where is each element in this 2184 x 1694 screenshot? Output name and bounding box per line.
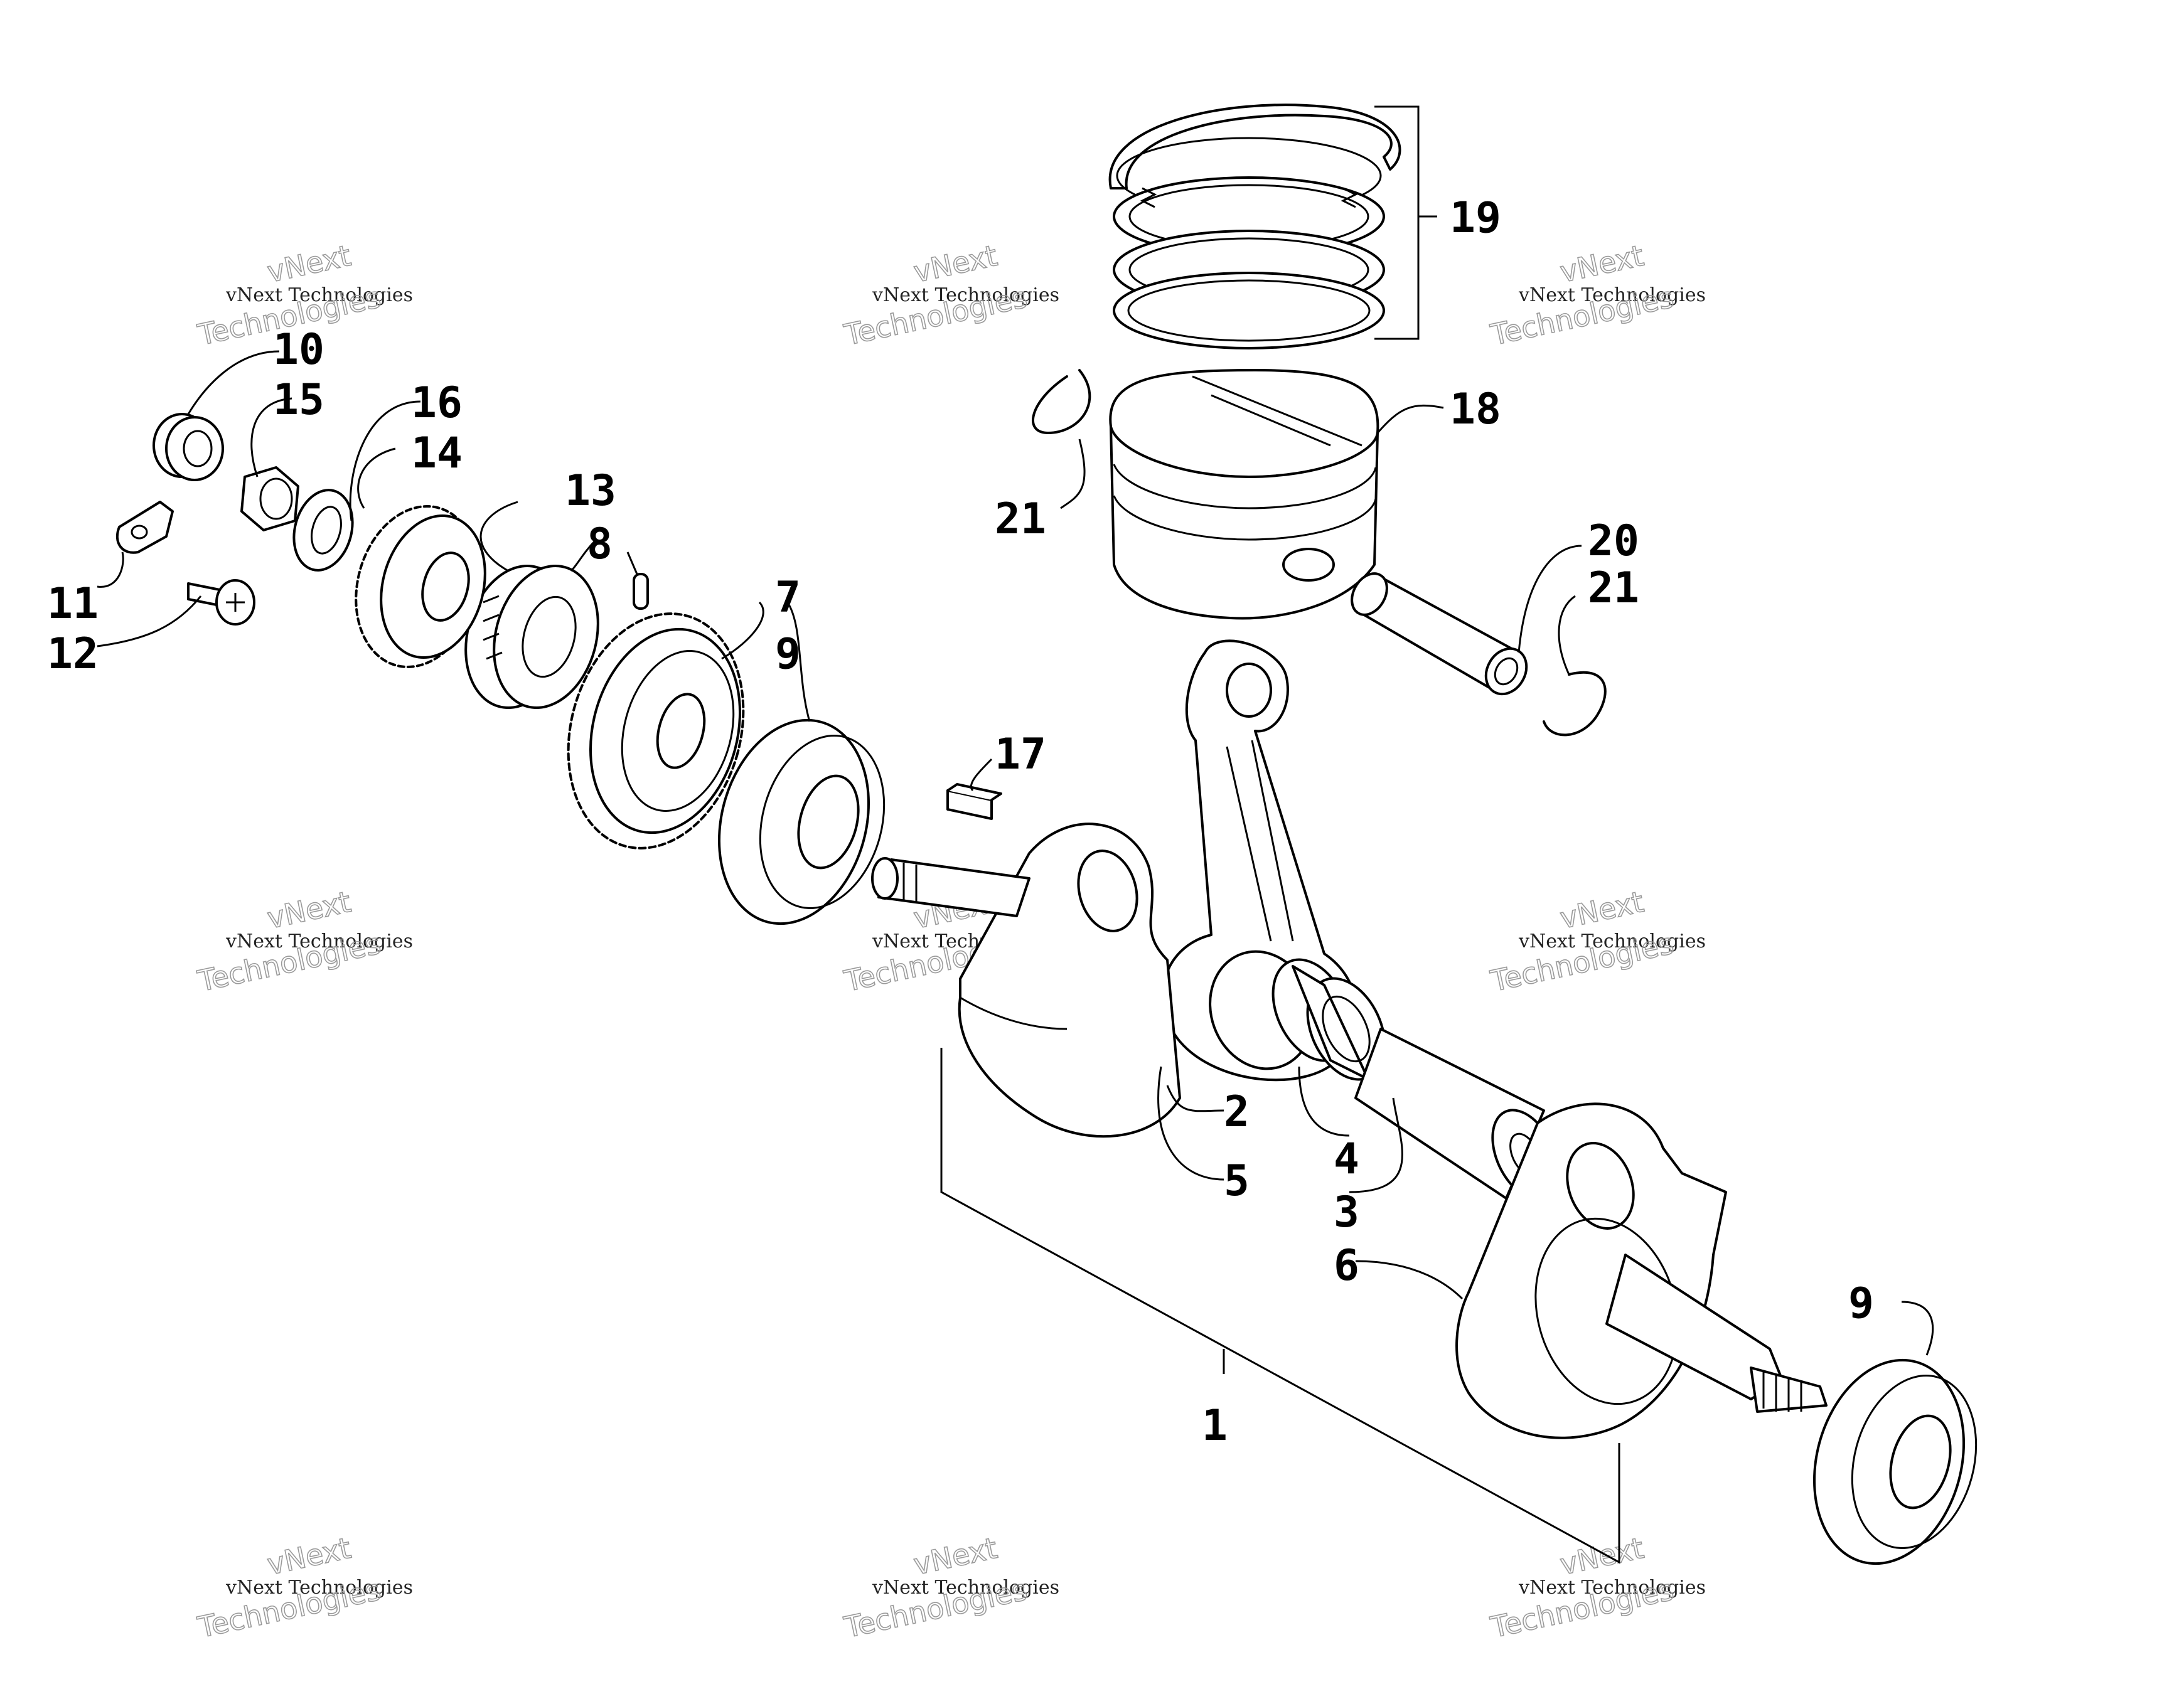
crank-wheel-right [1455, 1102, 1727, 1439]
watermark-line2: vNext Technologies [1518, 930, 1706, 952]
callout-19: 19 [1450, 193, 1501, 243]
piston [1109, 369, 1379, 620]
main-bearing-right [1812, 1358, 1978, 1565]
watermark-line1: vNext [911, 1531, 1000, 1582]
watermark-line2: vNext Technologies [1518, 1577, 1706, 1599]
watermark-line1: vNext [264, 885, 354, 935]
callout-10: 10 [273, 325, 324, 375]
main-bearing-left [717, 718, 886, 925]
watermark-line2: vNext Technologies [872, 1577, 1059, 1599]
drive-gear [567, 612, 745, 850]
needle-bearing [1271, 958, 1386, 1081]
callout-2: 2 [1224, 1087, 1250, 1137]
screw [187, 579, 255, 626]
callout-6: 6 [1334, 1241, 1359, 1291]
callout-9-left: 9 [775, 629, 801, 679]
callout-12: 12 [47, 629, 99, 679]
crankshaft-main-journal-right [1605, 1254, 1828, 1413]
watermark-line2: vNext Technologies [225, 930, 413, 952]
callout-labels: 19 18 21 20 21 17 7 9 13 8 16 14 10 15 1… [47, 193, 1874, 1451]
watermark-line1: vNext [911, 238, 1000, 289]
balancer-gear [355, 505, 486, 668]
callout-4: 4 [1334, 1134, 1359, 1184]
piston-pin-clip-left [1032, 369, 1091, 434]
watermark: vNext vNext Technologies Technologies [840, 238, 1059, 353]
woodruff-key [946, 783, 1002, 820]
crank-wheel-left [958, 823, 1181, 1138]
watermark-line1: vNext [264, 238, 354, 289]
gear-bearing [464, 565, 599, 709]
callout-7: 7 [775, 573, 801, 622]
watermark: vNext vNext Technologies Technologies [194, 884, 413, 999]
watermark: vNext vNext Technologies Technologies [1487, 884, 1706, 999]
watermark: vNext vNext Technologies Technologies [1487, 1530, 1706, 1645]
callout-16: 16 [411, 378, 463, 428]
watermark-line1: vNext [1557, 1531, 1647, 1582]
watermark-line2: vNext Technologies [872, 284, 1059, 306]
callout-20: 20 [1588, 516, 1639, 566]
callout-1: 1 [1202, 1401, 1228, 1451]
callout-18: 18 [1450, 385, 1501, 434]
piston-pin [1351, 572, 1528, 696]
watermark: vNext vNext Technologies Technologies [194, 1530, 413, 1645]
callout-13: 13 [565, 466, 616, 516]
watermark-line2: vNext Technologies [1518, 284, 1706, 306]
callout-21-top: 21 [995, 494, 1046, 544]
callout-3: 3 [1334, 1188, 1359, 1237]
watermark-line2: vNext Technologies [225, 1577, 413, 1599]
piston-pin-clip-right [1543, 671, 1607, 737]
callout-8: 8 [587, 519, 613, 569]
callout-21-right: 21 [1588, 563, 1639, 613]
callout-17: 17 [995, 730, 1046, 779]
watermark: vNext vNext Technologies Technologies [840, 1530, 1059, 1645]
piston-rings [1108, 104, 1401, 349]
watermark-line1: vNext [1557, 238, 1647, 289]
watermark: vNext vNext Technologies Technologies [1487, 238, 1706, 353]
crankshaft-main-journal-left [871, 857, 1030, 917]
watermark-line1: vNext [264, 1531, 354, 1582]
callout-9-right: 9 [1848, 1279, 1874, 1328]
callout-15: 15 [273, 375, 324, 425]
washer [292, 489, 354, 572]
leader-lines [97, 105, 1934, 1564]
callout-5: 5 [1224, 1156, 1250, 1206]
watermark-line1: vNext [1557, 885, 1647, 935]
oil-seal [153, 413, 224, 481]
watermark-line2: vNext Technologies [225, 284, 413, 306]
dowel-pin [633, 573, 649, 610]
callout-11: 11 [47, 579, 99, 629]
lock-washer [115, 501, 174, 554]
hex-nut [240, 466, 299, 531]
callout-14: 14 [411, 429, 463, 478]
